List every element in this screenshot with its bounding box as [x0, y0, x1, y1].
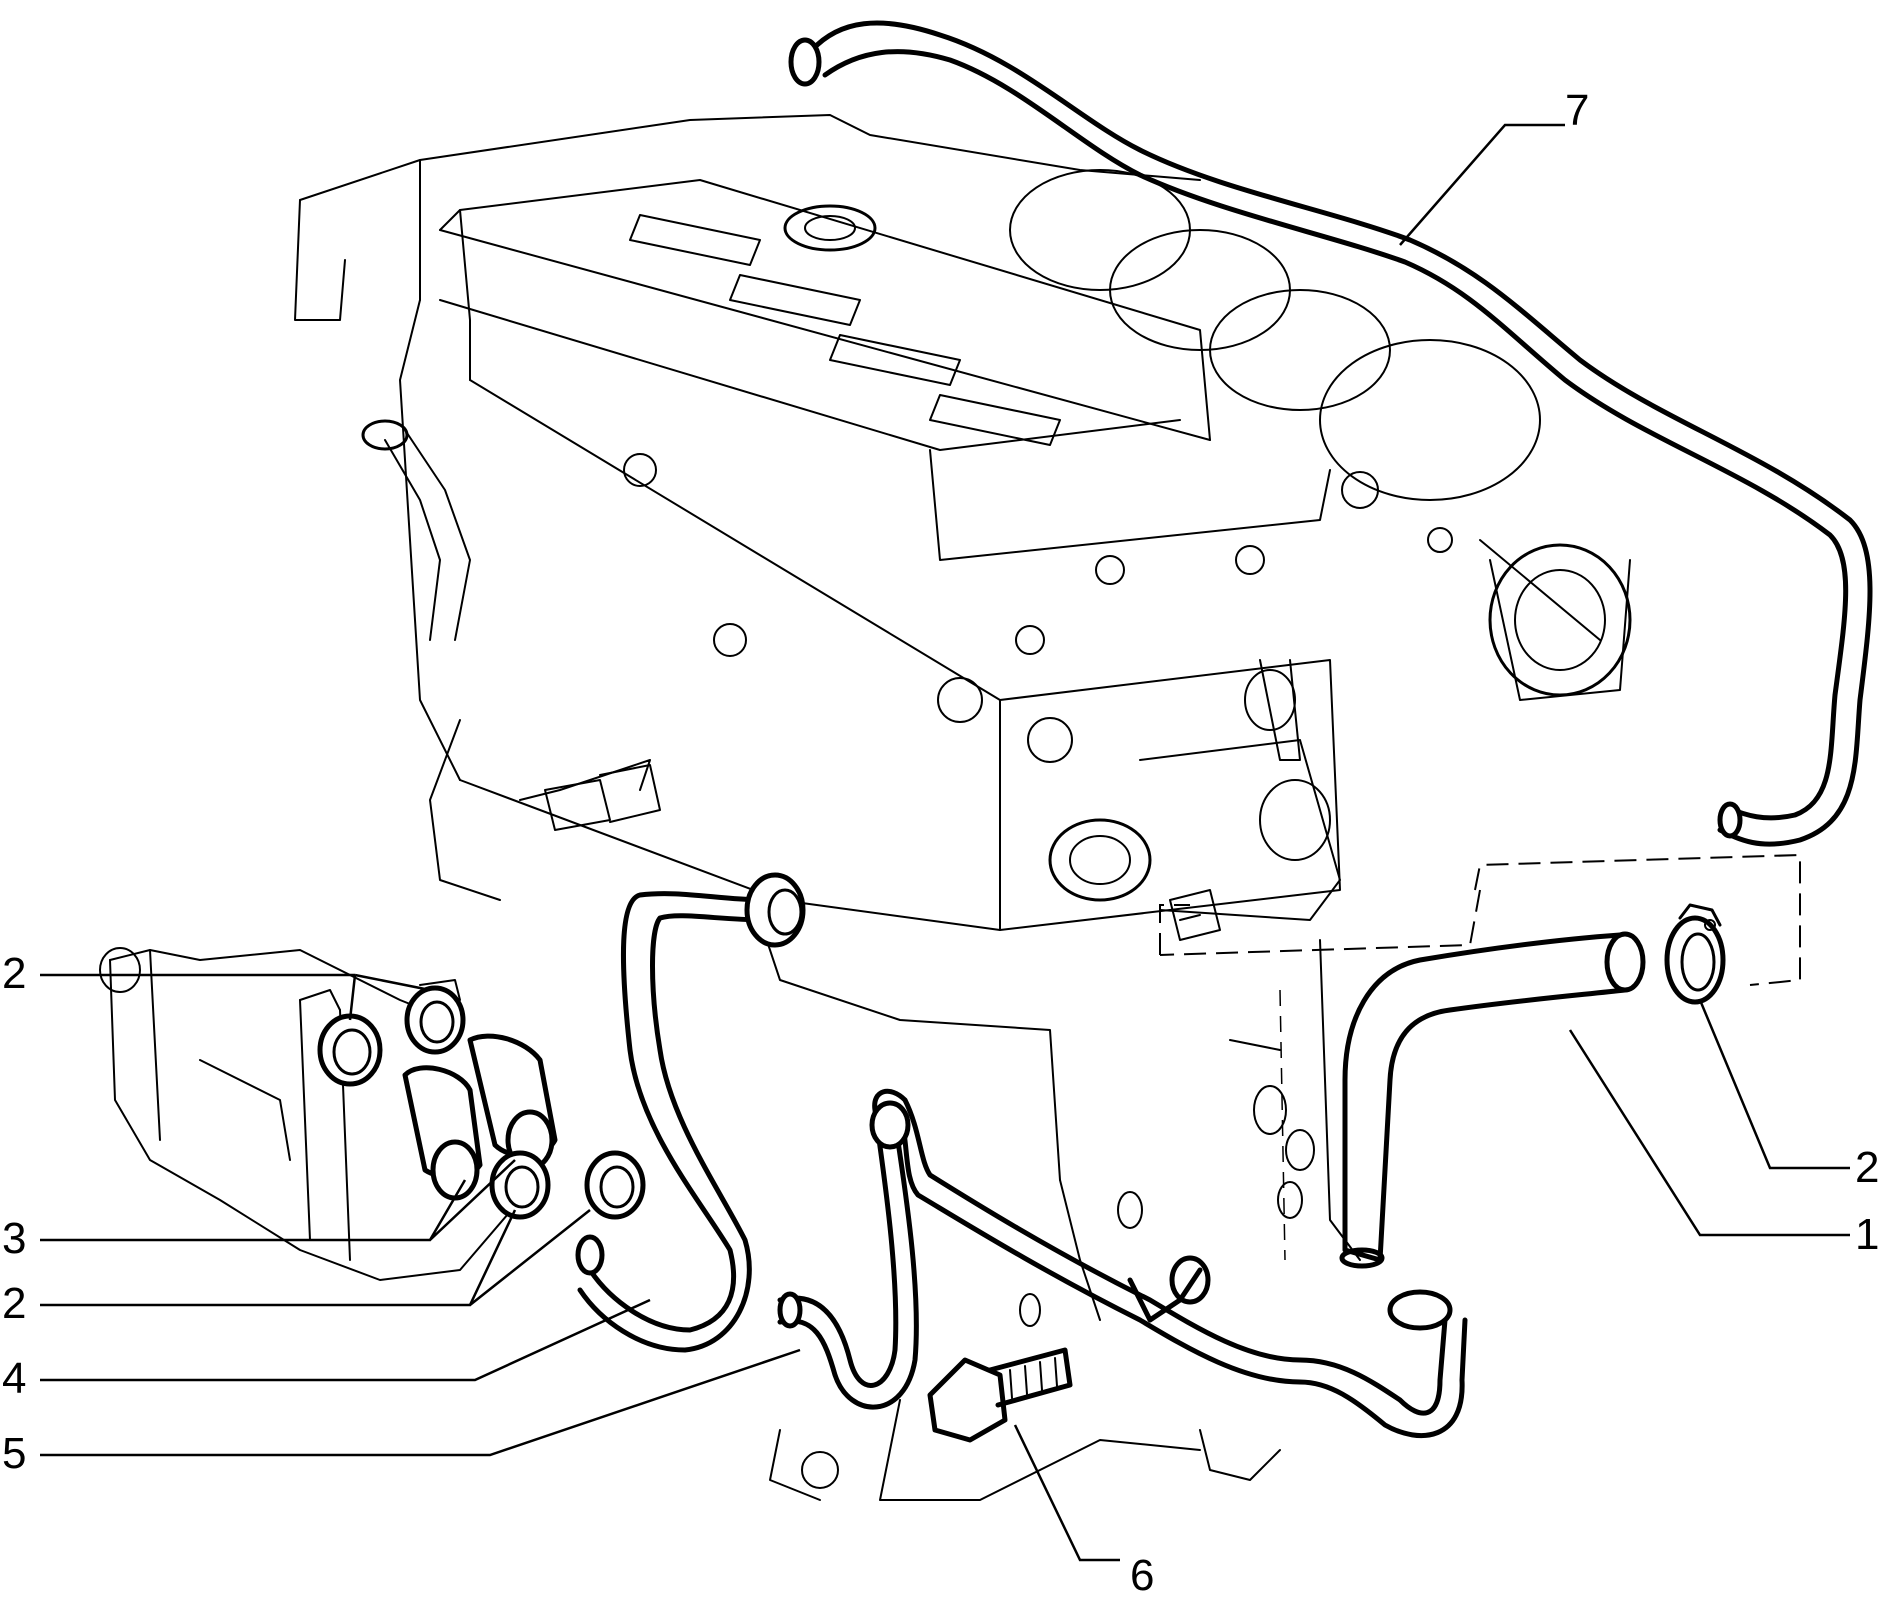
engine-block: [99, 114, 1632, 1501]
leader-1: [1568, 1029, 1850, 1237]
leader-2-left-bottom: [40, 1209, 591, 1307]
part-3-hose-sleeves: [402, 1033, 558, 1201]
leader-5: [40, 1348, 801, 1457]
leader-4: [40, 1298, 651, 1382]
hose-group-outline: [1159, 853, 1801, 1261]
callout-2-right: 2: [1855, 1143, 1879, 1192]
leader-7: [1399, 123, 1565, 246]
part-6-bolt: [927, 1347, 1073, 1443]
part-7-breather-hose: [788, 20, 1873, 847]
part-2-hose-clamp-right: [1664, 903, 1726, 1005]
callout-6: 6: [1130, 1551, 1154, 1597]
leader-2-right: [1698, 999, 1850, 1170]
callout-1: 1: [1855, 1210, 1879, 1259]
leader-lines: [40, 123, 1850, 1562]
part-4-coolant-pipe: [575, 872, 806, 1353]
part-5-coolant-pipe: [777, 1088, 1468, 1438]
part-2-hose-clamps-left: [299, 979, 646, 1220]
leader-3: [40, 1159, 516, 1242]
callout-4: 4: [2, 1354, 26, 1403]
callout-3: 3: [2, 1214, 26, 1263]
part-1-coolant-hose: [1339, 931, 1646, 1269]
callout-labels: 7 2 3 2 4 5 2 1 6: [2, 86, 1879, 1597]
callout-5: 5: [2, 1429, 26, 1478]
leader-2-left-top: [40, 973, 431, 1021]
leader-6: [1013, 1424, 1120, 1562]
callout-2-left-top: 2: [2, 949, 26, 998]
callout-7: 7: [1565, 86, 1589, 135]
callout-2-left-bottom: 2: [2, 1279, 26, 1328]
